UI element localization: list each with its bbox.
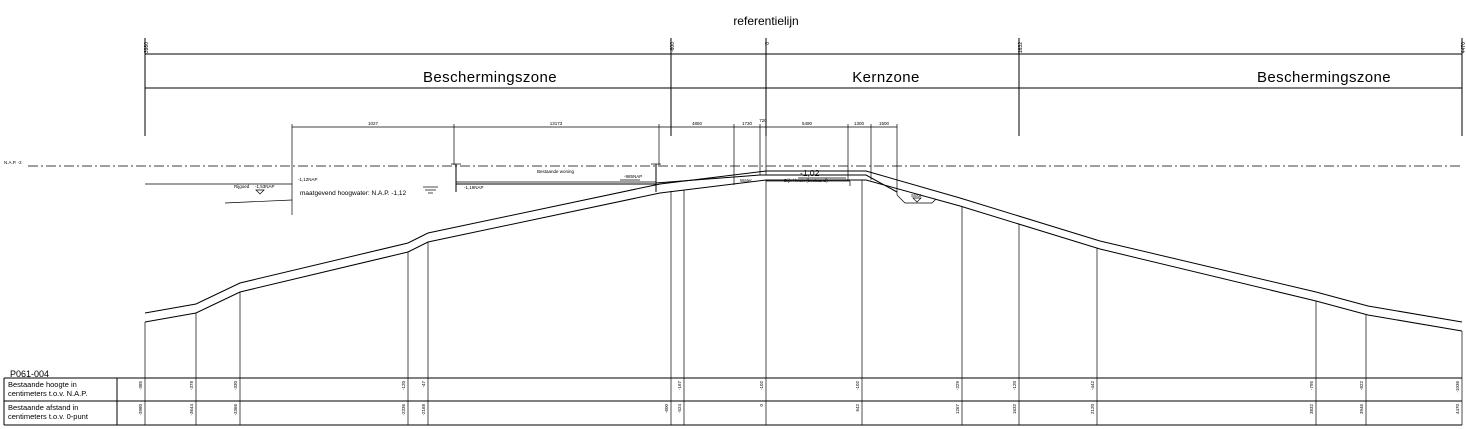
height-value: -822 — [1359, 381, 1364, 391]
house-section — [451, 163, 661, 192]
height-value: -120 — [1012, 381, 1017, 391]
dimension-label: 1730 — [742, 121, 753, 126]
height-value: -330 — [233, 381, 238, 391]
data-table-frame — [3, 377, 1462, 426]
distance-value: -600 — [664, 404, 669, 414]
table-id: P061-004 — [10, 369, 49, 379]
level-right-label: -985NAP — [624, 174, 642, 179]
zone-band — [145, 53, 1462, 89]
top-marker-label: 0 — [765, 42, 771, 45]
profile-verticals — [144, 180, 1463, 425]
zone-label-middle: Kernzone — [852, 69, 919, 86]
row2-label-line2: centimeters t.o.v. 0-punt — [8, 412, 89, 421]
dimension-label: 13173 — [550, 121, 563, 126]
height-value: -795 — [1309, 381, 1314, 391]
dimension-label: 1500 — [879, 121, 890, 126]
distance-value: 642 — [855, 404, 860, 412]
distance-value: 1267 — [955, 404, 960, 415]
dimension-label: 1300 — [854, 121, 865, 126]
peak-level-label: -1,02 — [800, 168, 820, 178]
dimension-label: 1027 — [368, 121, 379, 126]
distance-value: -3644 — [189, 404, 194, 416]
zone-label-right: Beschermingszone — [1257, 69, 1391, 86]
distance-value: 3946 — [1359, 404, 1364, 415]
distance-value: -524 — [677, 404, 682, 414]
height-value: -1036 — [1455, 381, 1460, 393]
nap-label: N.A.P. -2 — [4, 160, 22, 165]
dimension-label: 5490 — [802, 121, 813, 126]
level-mid-label: -1,12NAP — [298, 177, 318, 182]
dike-crest — [655, 174, 898, 193]
water-label: Water — [740, 178, 752, 183]
rijgoed-label: Rijgoed — [234, 184, 250, 189]
distance-value: 2120 — [1090, 404, 1095, 415]
referentielijn-title: referentielijn — [733, 14, 798, 28]
hoogwater-label: maatgevend hoogwater: N.A.P. -1,12 — [300, 190, 406, 197]
height-value: -378 — [189, 381, 194, 391]
row2-label-line1: Bestaande afstand in — [8, 403, 78, 412]
height-value: -229 — [955, 381, 960, 391]
level-small-label: -1,19NAP — [464, 185, 484, 190]
height-value: -167 — [677, 381, 682, 391]
distance-value: 1632 — [1012, 404, 1017, 415]
height-value: -47 — [421, 381, 426, 388]
left-water-detail — [145, 183, 438, 204]
distance-value: 0 — [759, 404, 764, 407]
distance-value: -2336 — [401, 404, 406, 416]
dimension-label: 720 — [759, 118, 767, 123]
distance-value: -2168 — [421, 404, 426, 416]
height-value: -102 — [759, 381, 764, 391]
top-marker-label: -600 — [670, 42, 676, 52]
dimension-line — [291, 124, 898, 215]
zone-label-left: Beschermingszone — [423, 69, 557, 86]
sloot-label: Sloot — [911, 193, 922, 198]
height-value: -385 — [138, 381, 143, 391]
top-marker-label: 1632 — [1018, 42, 1024, 53]
distance-value: 3832 — [1309, 404, 1314, 415]
dimension-label: 4850 — [692, 121, 703, 126]
distance-value: 4470 — [1455, 404, 1460, 415]
sloot-detail — [896, 194, 937, 204]
level-left-label: -1,53NAP — [255, 184, 275, 189]
height-value: -120 — [401, 381, 406, 391]
top-marker-label: 4470 — [1461, 42, 1466, 53]
top-marker-label: -3980 — [144, 42, 150, 55]
row1-label-line1: Bestaande hoogte in — [8, 380, 77, 389]
woning-label: Bestaande woning — [537, 169, 575, 174]
height-value: -102 — [855, 381, 860, 391]
distance-value: -3366 — [233, 404, 238, 416]
distance-value: -3980 — [138, 404, 143, 416]
height-value: -442 — [1090, 381, 1095, 391]
row1-label-line2: centimeters t.o.v. N.A.P. — [8, 389, 87, 398]
